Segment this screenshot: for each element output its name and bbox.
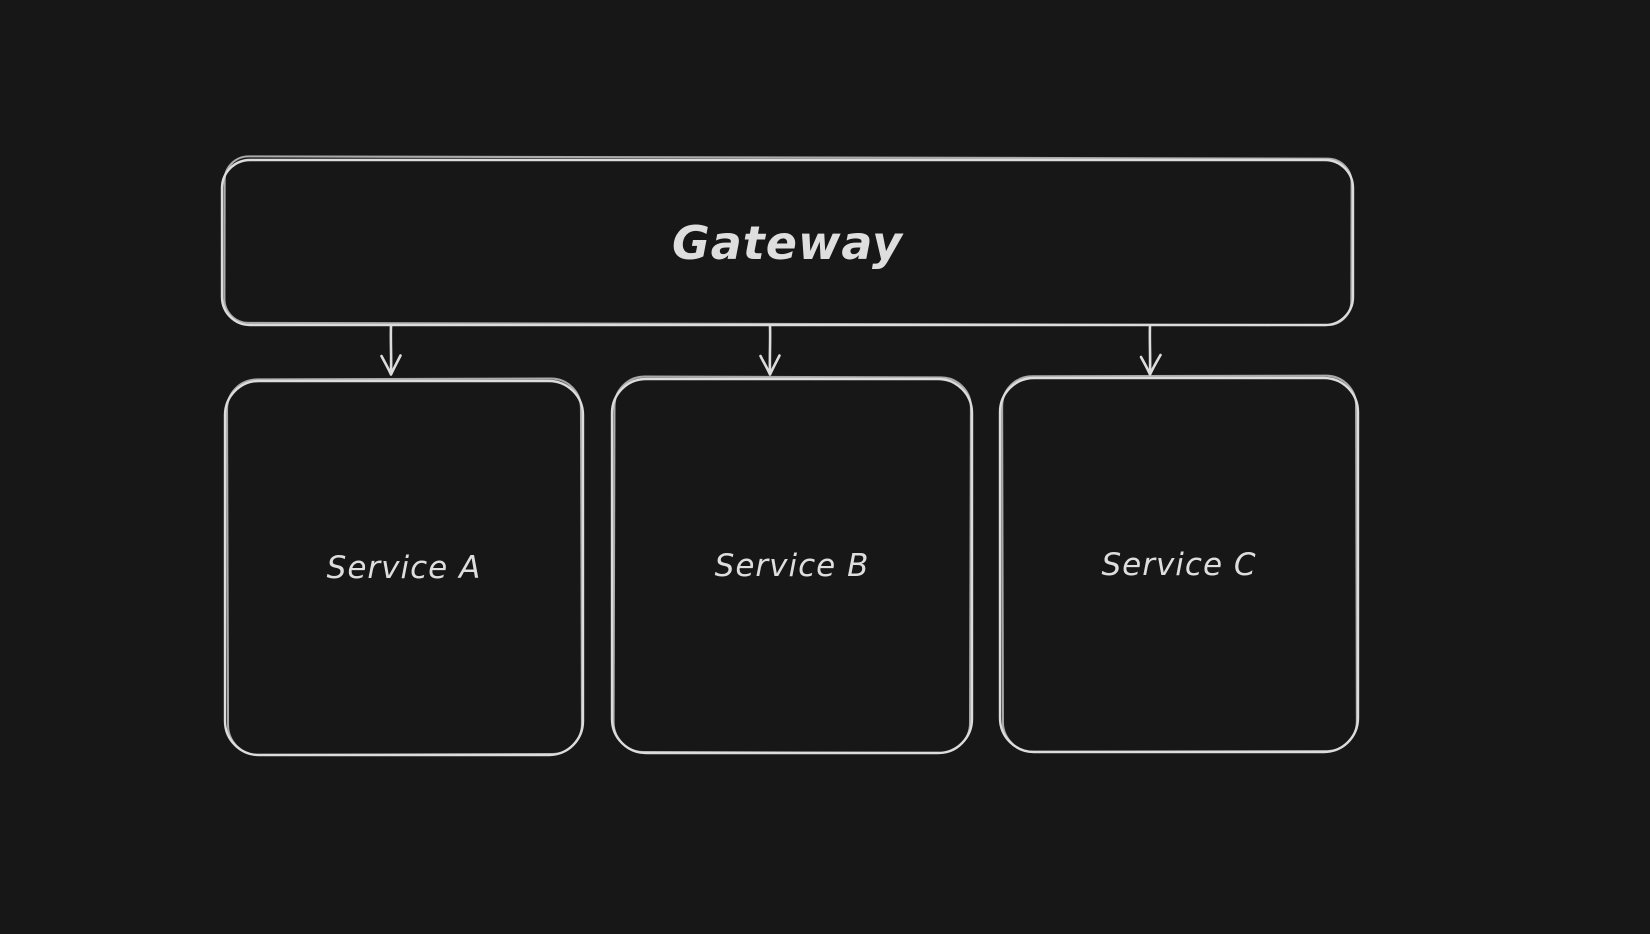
service-b-node-shape: [610, 375, 974, 755]
service-c-node-shape: [998, 374, 1360, 754]
service-a-node-shape: [223, 377, 585, 757]
edge-gateway-to-service-c: [1139, 324, 1162, 376]
edge-gateway-to-service-b: [759, 324, 781, 376]
gateway-node-shape: [220, 155, 1355, 327]
edge-gateway-to-service-a: [380, 324, 402, 376]
